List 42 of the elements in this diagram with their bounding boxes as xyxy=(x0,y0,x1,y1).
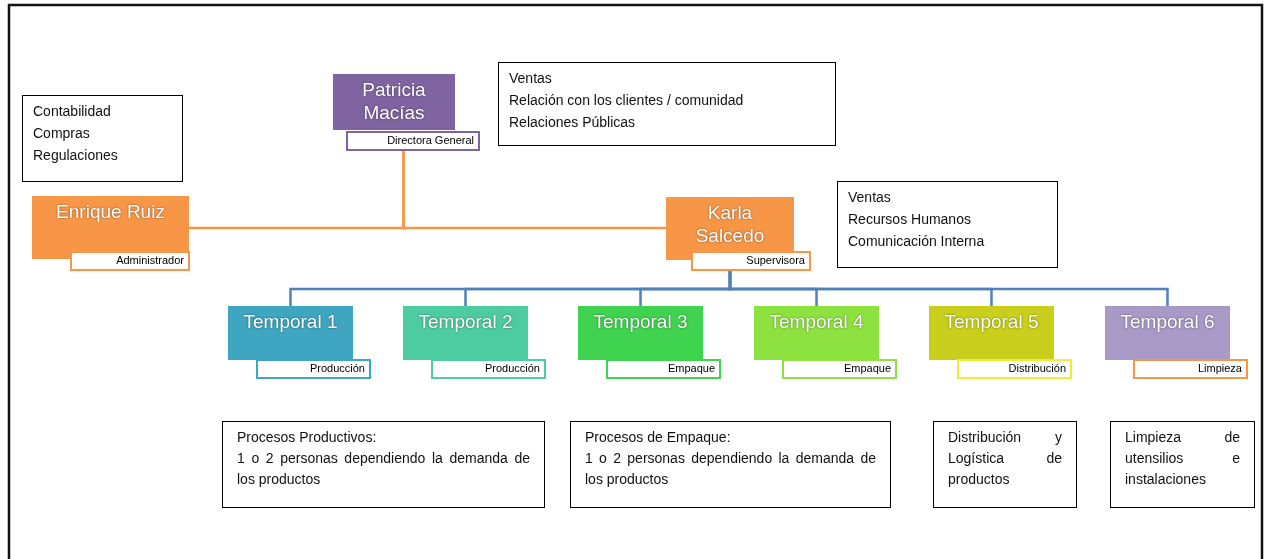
job-title-label: Distribución xyxy=(957,359,1072,379)
person-name: Temporal 6 xyxy=(1119,310,1216,333)
box-text: Regulaciones xyxy=(33,146,119,165)
box-text: Relación con los clientes / comunidad xyxy=(509,91,745,110)
box-text: Procesos de Empaque: xyxy=(585,428,732,447)
box-text: Ventas xyxy=(848,188,892,207)
box-text: Comunicación Interna xyxy=(848,232,986,251)
description-box xyxy=(570,421,891,508)
responsibilities-box xyxy=(498,62,836,146)
job-title-label: Supervisora xyxy=(691,251,811,271)
job-title-label: Producción xyxy=(256,359,371,379)
person-name: Enrique Ruiz xyxy=(55,200,166,223)
job-title-label: Producción xyxy=(431,359,546,379)
box-text: Distribución y Logística de productos xyxy=(948,428,1062,489)
description-box xyxy=(222,421,545,508)
job-title-label: Directora General xyxy=(346,131,480,151)
box-text: 1 o 2 personas dependiendo la demanda de los productos xyxy=(237,449,530,489)
description-box xyxy=(933,421,1077,508)
job-title-label: Empaque xyxy=(782,359,897,379)
person-name: Temporal 4 xyxy=(768,310,865,333)
responsibilities-box xyxy=(837,181,1058,268)
description-box xyxy=(1110,421,1255,508)
box-text: Limpieza de utensilios e instalaciones xyxy=(1125,428,1240,489)
job-title-label: Limpieza xyxy=(1133,359,1248,379)
person-name: Temporal 5 xyxy=(943,310,1040,333)
job-title-label: Administrador xyxy=(70,251,190,271)
person-name: Temporal 1 xyxy=(242,310,339,333)
box-text: Recursos Humanos xyxy=(848,210,972,229)
person-name: Temporal 3 xyxy=(592,310,689,333)
connector-line xyxy=(728,271,1169,306)
person-name: Patricia Macías xyxy=(361,78,427,124)
job-title-label: Empaque xyxy=(606,359,721,379)
person-name: Karla Salcedo xyxy=(694,201,766,247)
box-text: Contabilidad xyxy=(33,102,112,121)
box-text: Compras xyxy=(33,124,91,143)
box-text: Ventas xyxy=(509,69,553,88)
box-text: 1 o 2 personas dependiendo la demanda de los productos xyxy=(585,449,876,489)
connector-line xyxy=(402,151,666,230)
box-text: Relaciones Públicas xyxy=(509,113,637,132)
box-text: Procesos Productivos: xyxy=(237,428,378,447)
person-name: Temporal 2 xyxy=(417,310,514,333)
responsibilities-box xyxy=(22,95,183,182)
